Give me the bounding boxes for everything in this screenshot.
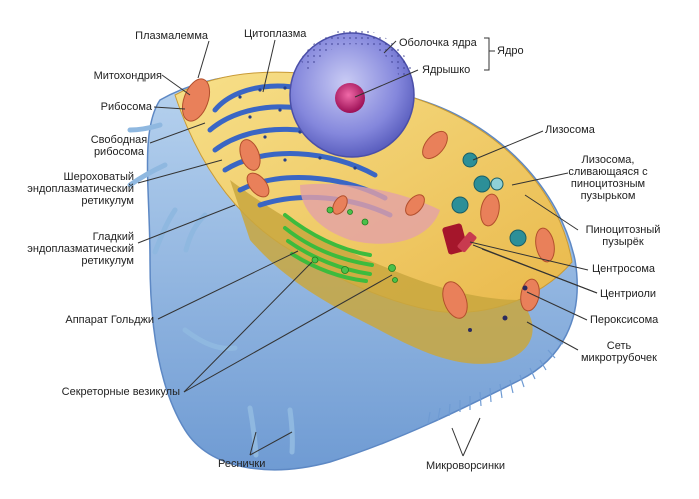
label-cilia: Реснички <box>218 458 266 470</box>
label-pinocytic-vesicle: Пиноцитозный пузырёк <box>576 224 670 248</box>
label-peroxisome: Пероксисома <box>590 314 659 326</box>
rough-er-ribosomes <box>238 86 357 170</box>
label-microvilli: Микроворсинки <box>426 460 505 472</box>
label-smooth-er-line3: ретикулум <box>81 255 134 267</box>
label-nucleus: Ядро <box>497 45 524 57</box>
label-lysosome-fusing-line3: пиноцитозным <box>570 178 646 190</box>
golgi-shape <box>283 213 374 283</box>
label-plasmalemma: Плазмалемма <box>135 30 208 42</box>
label-mitochondrion: Митохондрия <box>93 70 162 82</box>
label-cytoplasm: Цитоплазма <box>244 28 307 40</box>
label-rough-er: Шероховатый эндоплазматический ретикулум <box>18 171 134 207</box>
label-microtubules-line1: Сеть <box>606 340 632 352</box>
label-lysosome-fusing-line1: Лизосома, <box>581 154 635 166</box>
centrosome-shape <box>442 223 477 255</box>
label-centrosome: Центросома <box>592 263 656 275</box>
label-lysosome-fusing-line2: сливающаяся с <box>568 166 648 178</box>
label-free-ribosome: Свободная рибосома <box>84 134 154 158</box>
label-free-ribosome-line2: рибосома <box>93 146 145 158</box>
label-nucleolus: Ядрышко <box>422 64 471 76</box>
nucleolus-shape <box>335 83 365 113</box>
lysosomes <box>451 152 527 247</box>
label-centrioles: Центриоли <box>600 288 657 300</box>
label-rough-er-line2: эндоплазматический <box>27 183 134 195</box>
peroxisomes <box>468 285 528 332</box>
label-pinocytic-line2: пузырёк <box>602 236 644 248</box>
label-ribosome: Рибосома <box>100 101 152 113</box>
label-smooth-er: Гладкий эндоплазматический ретикулум <box>18 231 134 267</box>
label-microtubules-line2: микротрубочек <box>580 352 657 364</box>
label-free-ribosome-line1: Свободная <box>90 134 148 146</box>
microvilli-shapes <box>427 337 564 425</box>
mitochondria <box>181 78 555 319</box>
label-pinocytic-line1: Пиноцитозный <box>585 224 661 236</box>
label-smooth-er-line2: эндоплазматический <box>27 243 134 255</box>
label-golgi: Аппарат Гольджи <box>65 314 154 326</box>
secretory-vesicles-shapes <box>311 206 398 283</box>
label-lysosome-fusing: Лизосома, сливающаяся с пиноцитозным пуз… <box>558 154 658 202</box>
label-nuclear-envelope: Оболочка ядра <box>399 37 477 49</box>
nuclear-envelope-pores <box>300 29 412 80</box>
label-secretory-vesicles: Секреторные везикулы <box>61 386 180 398</box>
label-lysosome: Лизосома <box>545 124 595 136</box>
leader-lines <box>137 37 598 457</box>
label-smooth-er-line1: Гладкий <box>92 231 134 243</box>
label-rough-er-line3: ретикулум <box>81 195 134 207</box>
er-pink-region <box>300 183 440 244</box>
label-rough-er-line1: Шероховатый <box>63 171 135 183</box>
label-lysosome-fusing-line4: пузырьком <box>580 190 636 202</box>
label-microtubule-network: Сеть микротрубочек <box>578 340 660 364</box>
